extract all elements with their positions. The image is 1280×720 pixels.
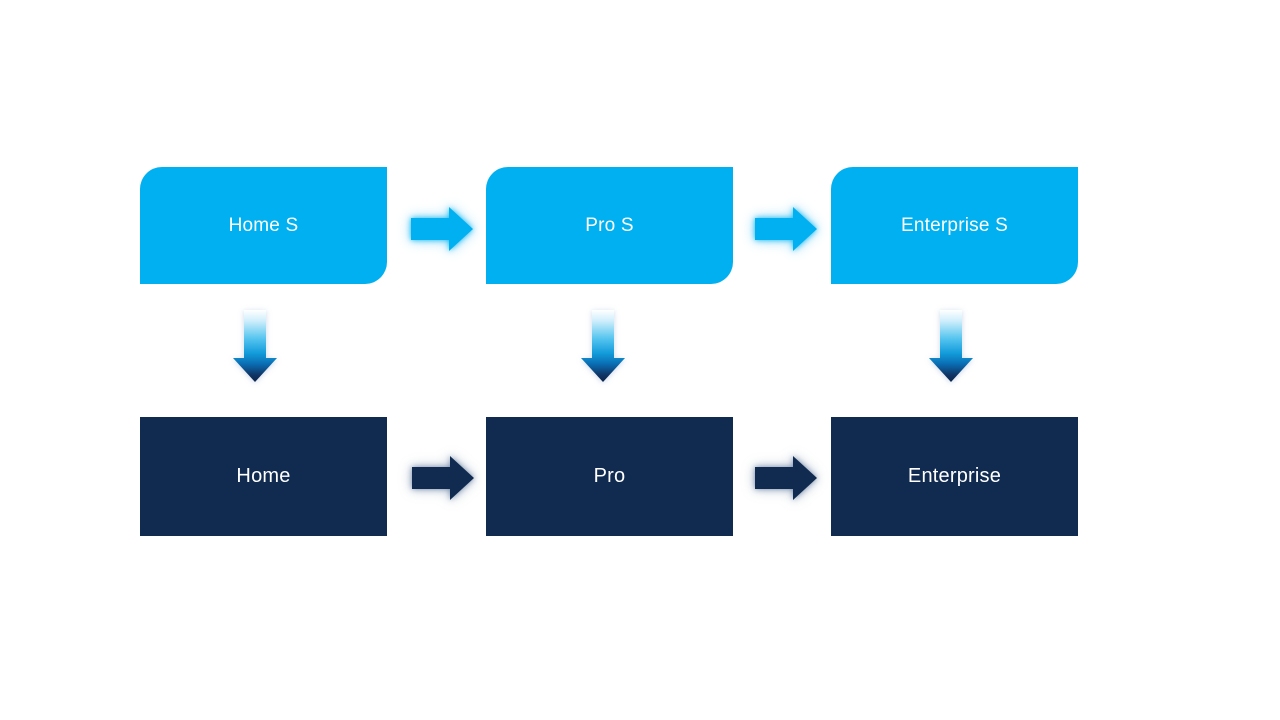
box-pro-label: Pro xyxy=(593,465,626,487)
box-pro-s-label: Pro S xyxy=(585,214,634,236)
box-pro-s: Pro S xyxy=(486,167,733,284)
box-home-s: Home S xyxy=(140,167,387,284)
right-arrow-icon xyxy=(755,456,817,500)
right-arrow-icon xyxy=(755,207,817,251)
right-arrow-icon xyxy=(412,456,474,500)
down-arrow-icon xyxy=(929,310,973,382)
box-home-s-label: Home S xyxy=(228,214,299,236)
right-arrow-shape xyxy=(755,207,817,251)
right-arrow-shape xyxy=(755,456,817,500)
down-arrow-shape xyxy=(929,310,973,382)
box-pro: Pro xyxy=(486,417,733,536)
box-enterprise: Enterprise xyxy=(831,417,1078,536)
right-arrow-shape xyxy=(411,207,473,251)
box-home-label: Home xyxy=(236,465,291,487)
box-home: Home xyxy=(140,417,387,536)
down-arrow-shape xyxy=(233,310,277,382)
box-enterprise-s-label: Enterprise S xyxy=(901,214,1008,236)
down-arrow-shape xyxy=(581,310,625,382)
box-enterprise-s: Enterprise S xyxy=(831,167,1078,284)
box-enterprise-label: Enterprise xyxy=(907,465,1002,487)
right-arrow-icon xyxy=(411,207,473,251)
down-arrow-icon xyxy=(233,310,277,382)
down-arrow-icon xyxy=(581,310,625,382)
right-arrow-shape xyxy=(412,456,474,500)
